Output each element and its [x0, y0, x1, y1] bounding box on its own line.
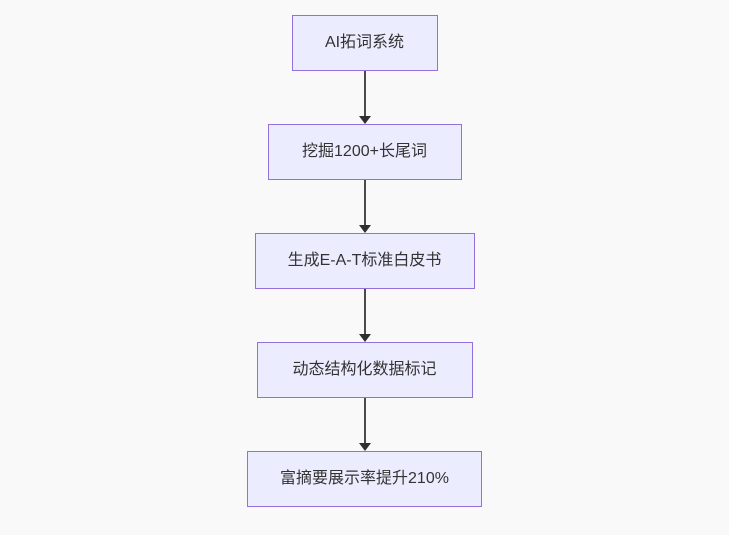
node-label: AI拓词系统 [324, 34, 405, 52]
node-label: 生成E-A-T标准白皮书 [287, 252, 442, 270]
edge-line [363, 398, 366, 443]
edge-line [363, 289, 366, 334]
flowchart-edge-a-b [358, 71, 371, 124]
arrow-down-icon [358, 116, 371, 124]
flowchart-node-rich-snippet-rate: 富摘要展示率提升210% [247, 451, 482, 507]
node-label: 动态结构化数据标记 [292, 361, 437, 379]
arrow-down-icon [358, 443, 371, 451]
flowchart-node-longtail-mining: 挖掘1200+长尾词 [267, 124, 462, 180]
flowchart-edge-b-c [358, 180, 371, 233]
edge-line [363, 180, 366, 225]
edge-line [363, 71, 366, 116]
node-label: 富摘要展示率提升210% [280, 470, 449, 488]
flowchart-node-ai-word-system: AI拓词系统 [291, 15, 438, 71]
flowchart-edge-d-e [358, 398, 371, 451]
node-label: 挖掘1200+长尾词 [302, 143, 427, 161]
arrow-down-icon [358, 225, 371, 233]
flowchart-node-eat-whitepaper: 生成E-A-T标准白皮书 [254, 233, 475, 289]
flowchart-edge-c-d [358, 289, 371, 342]
flowchart-node-structured-data-markup: 动态结构化数据标记 [256, 342, 473, 398]
arrow-down-icon [358, 334, 371, 342]
